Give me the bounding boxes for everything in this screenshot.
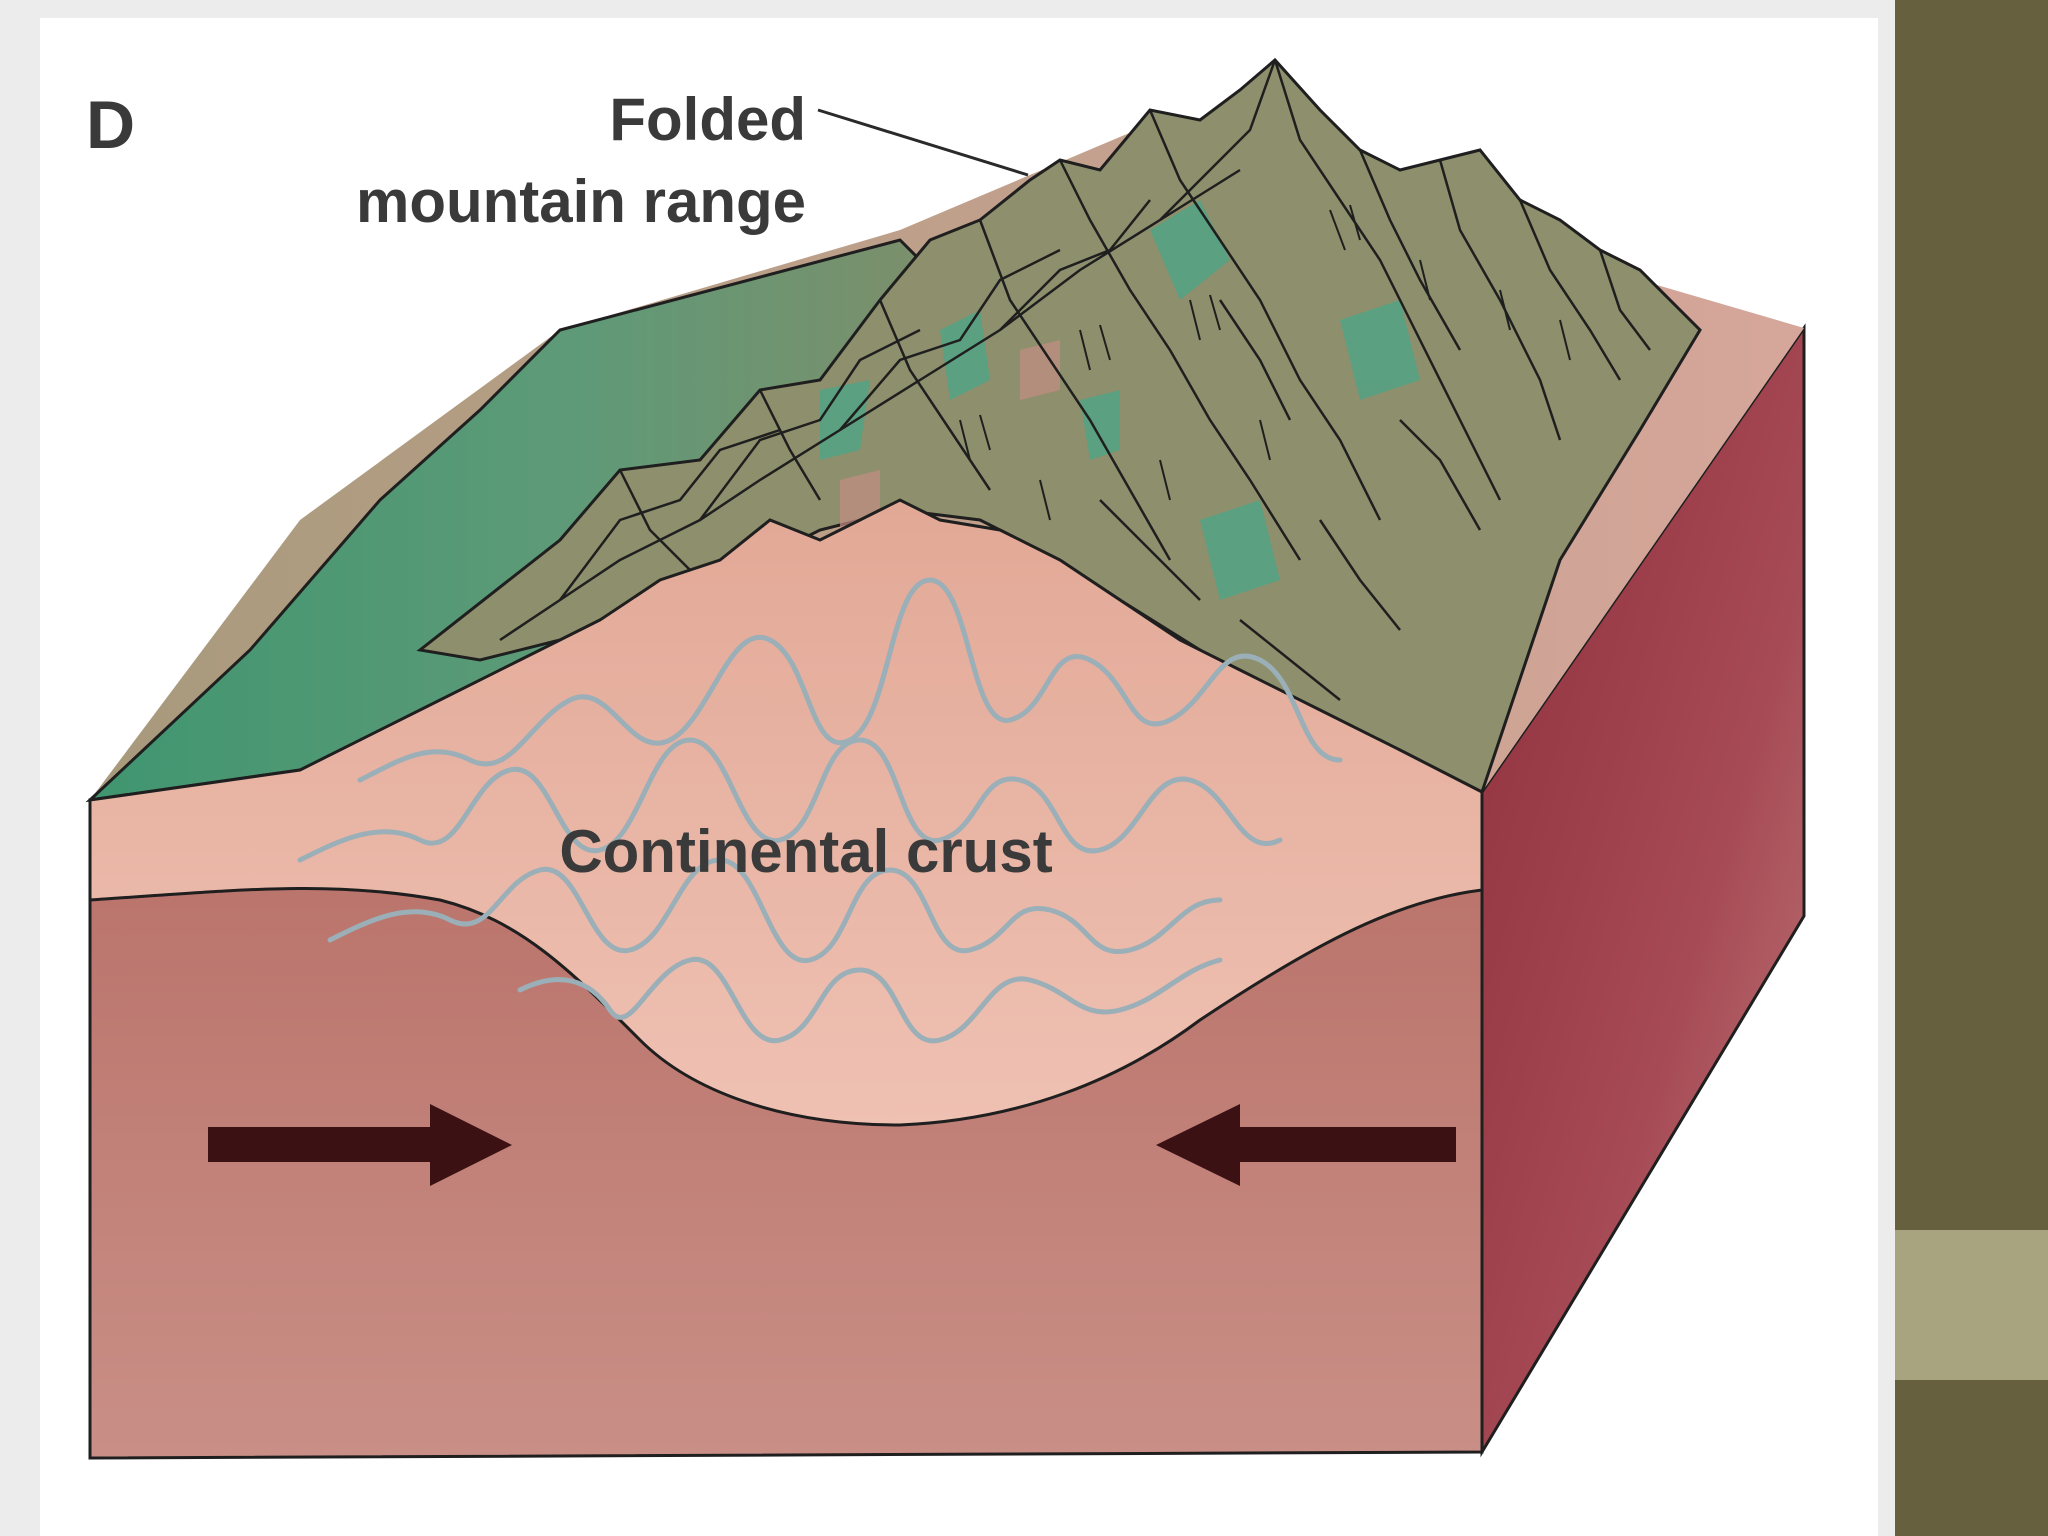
- mountain-label-line1: Folded: [609, 86, 806, 153]
- panel-letter: D: [86, 87, 135, 163]
- mountain-leader-line: [818, 110, 1028, 175]
- crust-label: Continental crust: [559, 818, 1052, 885]
- mountain-label-line2: mountain range: [356, 168, 806, 235]
